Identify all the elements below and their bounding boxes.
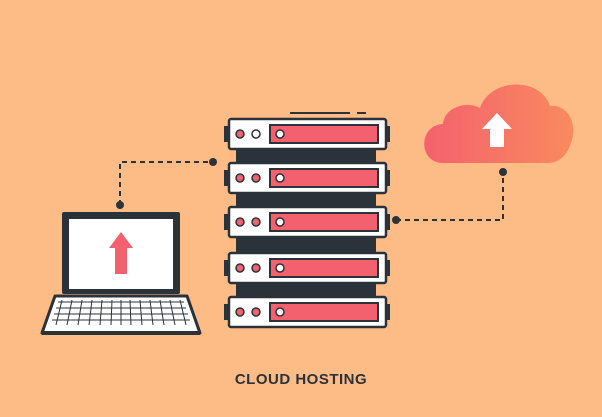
server-connector-band: [236, 147, 376, 164]
server-unit: [224, 161, 390, 208]
status-light: [251, 263, 261, 273]
connector-dot: [209, 158, 217, 166]
upload-arrow-icon: [482, 113, 512, 147]
status-light: [251, 129, 261, 139]
laptop-icon: [40, 212, 202, 335]
status-light: [251, 307, 261, 317]
connector-dot: [392, 216, 400, 224]
drive-indicator: [275, 263, 285, 273]
drive-indicator: [275, 173, 285, 183]
drive-bay: [269, 212, 379, 232]
server-unit: [224, 117, 390, 164]
server-side-tab: [224, 260, 230, 276]
status-light: [235, 173, 245, 183]
page-title: CLOUD HOSTING: [234, 371, 368, 388]
status-light: [235, 263, 245, 273]
status-light: [251, 173, 261, 183]
drive-bay: [269, 302, 379, 322]
drive-bay: [269, 168, 379, 188]
laptop-server-connector: [119, 161, 213, 205]
cloud-upload-icon: [424, 84, 574, 163]
server-side-tab: [224, 170, 230, 186]
drive-indicator: [275, 307, 285, 317]
status-light: [251, 217, 261, 227]
server-unit: [224, 251, 390, 298]
status-light: [235, 307, 245, 317]
connector-dot: [116, 201, 124, 209]
keyboard-grid: [52, 299, 190, 326]
server-cloud-connector: [396, 172, 504, 221]
server-rack-icon: [224, 112, 390, 329]
server-connector-band: [236, 235, 376, 252]
server-connector-band: [236, 281, 376, 298]
server-side-tab: [224, 304, 230, 320]
status-light: [235, 217, 245, 227]
server-side-tab: [224, 126, 230, 142]
drive-bay: [269, 124, 379, 144]
drive-indicator: [275, 217, 285, 227]
connector-dot: [499, 168, 507, 176]
server-side-tab: [224, 214, 230, 230]
upload-arrow-icon: [109, 232, 133, 274]
status-light: [235, 129, 245, 139]
drive-bay: [269, 258, 379, 278]
server-unit: [224, 295, 390, 329]
drive-indicator: [275, 129, 285, 139]
server-connector-band: [236, 191, 376, 208]
server-unit: [224, 205, 390, 252]
